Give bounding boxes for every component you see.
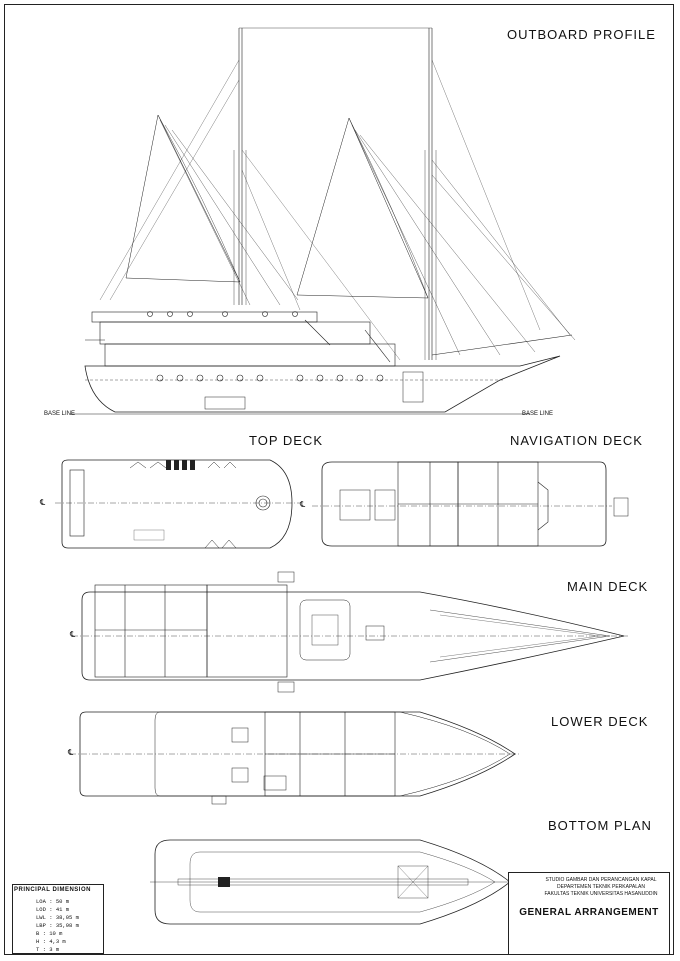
top-deck-drawing: [55, 459, 300, 549]
dimension-row: LOA : 50 m: [36, 898, 70, 905]
top-deck-title: TOP DECK: [249, 433, 323, 448]
department-name: DEPARTEMEN TEKNIK PERKAPALAN: [557, 884, 645, 890]
principal-dimension-title: PRINCIPAL DIMENSION: [14, 887, 91, 893]
bottom-plan-drawing: [150, 839, 520, 925]
centerline-mark-lower-deck: ℄: [68, 748, 74, 757]
outboard-profile-drawing: [70, 27, 576, 415]
dimension-row: LWL : 38,05 m: [36, 914, 79, 921]
lower-deck-drawing: [70, 711, 520, 805]
dimension-row: LBP : 35,98 m: [36, 922, 79, 929]
principal-dimension-box: [12, 884, 104, 954]
outboard-profile-title: OUTBOARD PROFILE: [507, 27, 656, 42]
lower-deck-title: LOWER DECK: [551, 714, 649, 729]
centerline-mark-nav-deck: ℄: [300, 500, 306, 509]
navigation-deck-drawing: [312, 461, 629, 547]
faculty-name: FAKULTAS TEKNIK UNIVERSITAS HASANUDDIN: [544, 891, 658, 897]
drawing-sheet: [4, 4, 674, 955]
main-deck-title: MAIN DECK: [567, 579, 649, 594]
base-line-label-left: BASE LINE: [44, 411, 76, 417]
dimension-row: T : 3 m: [36, 946, 60, 953]
centerline-mark-main-deck: ℄: [70, 630, 76, 639]
dimension-row: H : 4,3 m: [36, 938, 66, 945]
bottom-plan-title: BOTTOM PLAN: [548, 818, 652, 833]
base-line-label-right: BASE LINE: [522, 411, 554, 417]
dimension-row: LOD : 41 m: [36, 906, 70, 913]
main-deck-drawing: [72, 571, 630, 693]
navigation-deck-title: NAVIGATION DECK: [510, 433, 643, 448]
title-block: [508, 872, 670, 955]
centerline-mark-top-deck: ℄: [40, 498, 46, 507]
general-arrangement-title: GENERAL ARRANGEMENT: [519, 907, 659, 918]
studio-name: STUDIO GAMBAR DAN PERANCANGAN KAPAL: [545, 877, 657, 883]
dimension-row: B : 10 m: [36, 930, 63, 937]
